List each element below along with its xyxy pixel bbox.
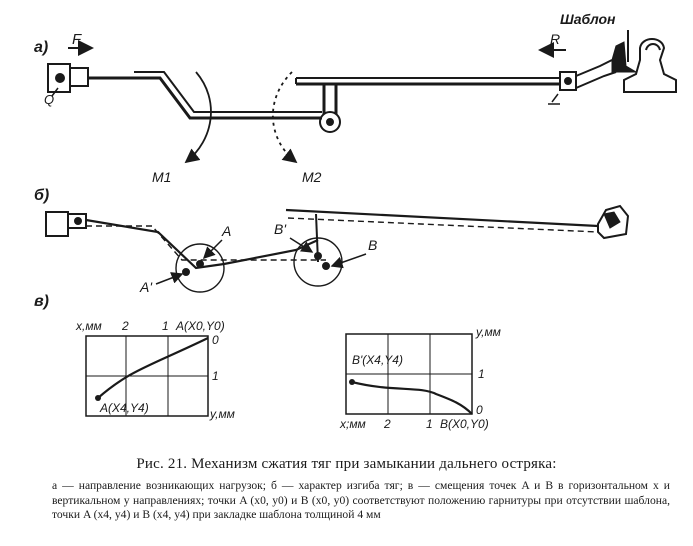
- graph-right: y,мм B'(X4,Y4) 1 0 x;мм 2 1 B(X0,Y0): [339, 325, 501, 431]
- diagram-v: в) x,мм 2 1 A(X0,Y0) 0 1 A(X4,Y4) y,мм: [34, 293, 501, 431]
- curve-b: [351, 380, 473, 415]
- curve-a: [97, 337, 209, 399]
- graph-left-zero: 0: [212, 333, 219, 347]
- moment-m2-arc: [272, 71, 298, 164]
- graph-right-tick-1: 1: [426, 417, 433, 431]
- caption-body: а — направление возникающих нагрузок; б …: [52, 479, 670, 522]
- point-b-label: B: [368, 237, 377, 253]
- diagram-a: а) F Q R: [34, 11, 677, 185]
- force-f-label: F: [72, 31, 82, 48]
- moment-m1-label: M1: [152, 169, 171, 185]
- right-clevis: [559, 71, 577, 91]
- graph-right-tick-2: 2: [383, 417, 391, 431]
- graph-left-one: 1: [212, 369, 219, 383]
- straight-rod-b: [285, 208, 599, 228]
- graph-left-x-label: x,мм: [75, 319, 102, 333]
- bent-rod-original: [86, 225, 326, 261]
- point-a-label: A: [221, 223, 231, 239]
- circle-a: [175, 243, 225, 293]
- graph-right-start-label: B'(X4,Y4): [352, 353, 403, 367]
- graph-left: x,мм 2 1 A(X0,Y0) 0 1 A(X4,Y4) y,мм: [75, 319, 235, 421]
- bent-rod-a: [134, 76, 322, 120]
- graph-left-start-label: A(X0,Y0): [175, 319, 225, 333]
- part-b-label: б): [34, 187, 49, 204]
- graph-right-x-label: x;мм: [339, 417, 366, 431]
- graph-left-tick-2: 2: [121, 319, 129, 333]
- graph-right-end-label: B(X0,Y0): [440, 417, 489, 431]
- graph-left-y-label: y,мм: [209, 407, 235, 421]
- part-v-label: в): [34, 293, 49, 310]
- graph-right-zero: 0: [476, 403, 483, 417]
- point-a-prime-label: A': [139, 279, 153, 295]
- diagram-b: б) A A' B' B: [34, 187, 630, 295]
- moment-m2-label: M2: [302, 169, 322, 185]
- force-r-label: R: [550, 31, 560, 47]
- rail-b: [597, 204, 630, 240]
- crank-joint: [319, 111, 341, 133]
- graph-left-end-label: A(X4,Y4): [99, 401, 149, 415]
- template-label: Шаблон: [560, 11, 616, 27]
- graph-right-one: 1: [478, 367, 485, 381]
- mechanism-figure: а) F Q R: [34, 11, 677, 431]
- moment-m1-arc: [184, 71, 212, 164]
- rail-switch-a: [611, 30, 677, 93]
- graph-left-tick-1: 1: [162, 319, 169, 333]
- point-q-label: Q: [44, 92, 54, 107]
- part-a-label: а): [34, 39, 48, 56]
- left-clevis-b: [45, 211, 69, 237]
- caption-title: Рис. 21. Механизм сжатия тяг при замыкан…: [136, 456, 557, 472]
- graph-right-y-label: y,мм: [475, 325, 501, 339]
- bent-rod-deformed: [85, 218, 319, 270]
- point-b-prime-label: B': [274, 221, 287, 237]
